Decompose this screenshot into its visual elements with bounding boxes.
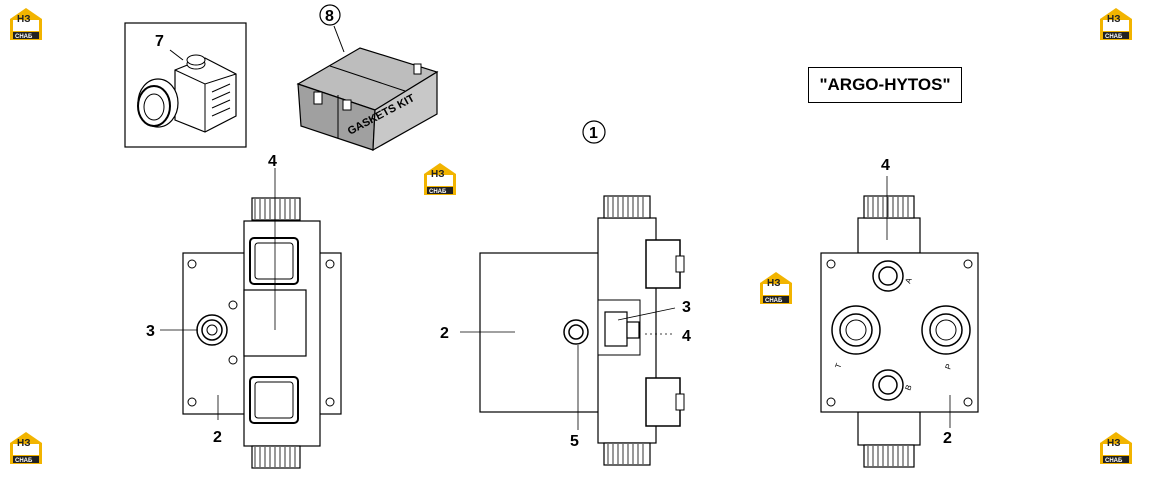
watermark-logo-icon <box>1100 8 1132 40</box>
watermark-text-bottom: СНАБ <box>1105 458 1123 464</box>
watermark-logo-icon <box>424 163 456 195</box>
watermark-text-bottom: СНАБ <box>429 189 447 195</box>
watermark-text-bottom: СНАБ <box>15 458 33 464</box>
callout-rear-4: 4 <box>881 157 890 174</box>
callout-1: 1 <box>589 125 598 142</box>
watermark-text-top: НЗ <box>1107 438 1121 449</box>
port-label-t: T <box>833 362 843 370</box>
callout-front-4: 4 <box>268 153 277 170</box>
watermark-text-top: НЗ <box>1107 14 1121 25</box>
callout-8-ring <box>319 4 341 26</box>
watermark-text-top: НЗ <box>431 169 445 180</box>
brand-label: "ARGO-HYTOS" <box>808 67 962 103</box>
port-label-a: A <box>903 276 914 285</box>
watermark-text-top: НЗ <box>767 278 781 289</box>
watermark-logo-icon <box>1100 432 1132 464</box>
gaskets-kit-drawing: GASKETS KIT 8 <box>296 4 439 152</box>
watermark-logo-icon <box>10 432 42 464</box>
callout-rear-2: 2 <box>943 430 952 447</box>
callout-8: 8 <box>325 8 334 25</box>
port-label-p: P <box>943 363 953 371</box>
callout-front-2: 2 <box>213 429 222 446</box>
watermark-logos: НЗ СНАБ НЗ СНАБ НЗ СНАБ НЗ СНАБ НЗ С <box>10 8 1132 464</box>
connector-plug-drawing: 7 <box>124 22 247 148</box>
watermark-logo-icon <box>10 8 42 40</box>
watermark-text-top: НЗ <box>17 14 31 25</box>
callout-1-ring <box>582 120 606 144</box>
callout-side-2: 2 <box>440 325 449 342</box>
watermark-text-bottom: СНАБ <box>1105 34 1123 40</box>
watermark-logo-icon <box>760 272 792 304</box>
valve-front-view: 4 3 2 <box>146 153 342 469</box>
port-label-b: B <box>903 384 913 392</box>
callout-side-4: 4 <box>682 328 691 345</box>
callout-7: 7 <box>155 33 164 50</box>
callout-side-5: 5 <box>570 433 579 450</box>
callout-side-3: 3 <box>682 299 691 316</box>
valve-rear-view: A B P T 4 2 <box>820 157 979 468</box>
valve-side-view: 2 3 4 5 <box>440 195 691 466</box>
watermark-text-bottom: СНАБ <box>765 298 783 304</box>
callout-front-3: 3 <box>146 323 155 340</box>
watermark-text-top: НЗ <box>17 438 31 449</box>
watermark-text-bottom: СНАБ <box>15 34 33 40</box>
